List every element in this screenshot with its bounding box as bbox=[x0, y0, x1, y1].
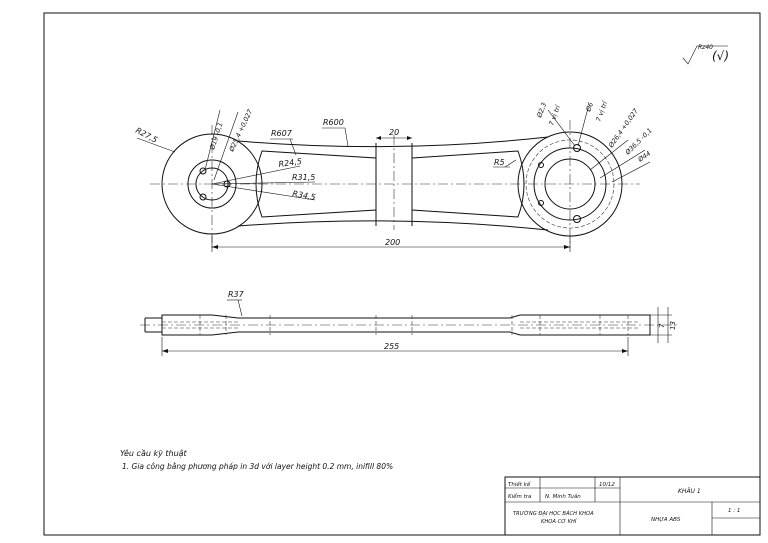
top-view: 200 20 R600 R607 R24,5 R31,5 R34,5 R27,5… bbox=[134, 99, 654, 252]
dim-r607: R607 bbox=[271, 129, 293, 138]
dim-h7: 7 bbox=[658, 323, 666, 328]
left-hole-1 bbox=[199, 167, 207, 175]
dim-d19: Ø19 -0,1 bbox=[208, 121, 225, 151]
faculty-name: KHOA CƠ KHÍ bbox=[541, 518, 577, 525]
dim-200: 200 bbox=[211, 236, 571, 252]
dim-r600: R600 bbox=[323, 118, 344, 127]
dim-d2-3-qty: 7 vị trí bbox=[547, 103, 562, 127]
roughness-suffix: (√) bbox=[712, 49, 729, 63]
dim-r24-5: R24,5 bbox=[278, 157, 302, 169]
roughness-symbol: Rz40 (√) bbox=[682, 44, 729, 65]
scale: 1 : 1 bbox=[728, 508, 740, 514]
check-date: 10/12 bbox=[599, 482, 615, 488]
checked-label: Kiểm tra bbox=[508, 493, 532, 500]
notes-title: Yêu cầu kỹ thuật bbox=[120, 448, 188, 458]
right-boss-pcd bbox=[525, 139, 615, 229]
dim-d6-qty: 7 vị trí bbox=[594, 99, 609, 123]
left-boss-bore bbox=[195, 167, 229, 201]
left-boss-outer bbox=[161, 133, 263, 235]
dim-r27-5: R27,5 bbox=[134, 126, 159, 145]
dim-200-text: 200 bbox=[385, 238, 400, 247]
dim-r5: R5 bbox=[494, 158, 505, 167]
side-outline bbox=[161, 314, 651, 336]
dim-255-text: 255 bbox=[384, 342, 399, 351]
dim-d2-3: Ø2,3 bbox=[535, 101, 548, 119]
right-hole-2 bbox=[573, 215, 581, 223]
roughness-value: Rz40 bbox=[698, 44, 713, 51]
left-hole-2 bbox=[199, 193, 207, 201]
material: NHỰA ABS bbox=[651, 517, 681, 523]
left-boss-inner bbox=[187, 159, 237, 209]
dim-r37: R37 bbox=[228, 290, 245, 299]
dim-255: 255 bbox=[161, 337, 629, 356]
right-boss-ring bbox=[533, 147, 607, 221]
checker-name: N. Minh Tuấn bbox=[545, 493, 581, 500]
dim-r34-5: R34,5 bbox=[292, 189, 317, 202]
designed-label: Thiết kế bbox=[508, 481, 532, 488]
right-hole-1 bbox=[573, 144, 581, 152]
arm-upper-edge bbox=[237, 136, 549, 148]
dim-h13: 13 bbox=[669, 321, 677, 330]
drawing-frame bbox=[43, 12, 761, 536]
dim-d6: Ø6 bbox=[584, 101, 595, 113]
right-hole-4 bbox=[538, 200, 544, 206]
part-name: KHÂU 1 bbox=[678, 488, 701, 495]
right-boss-bore bbox=[544, 158, 596, 210]
left-pocket bbox=[255, 150, 377, 218]
notes-item-1: 1. Gia công bằng phương pháp in 3d với l… bbox=[122, 462, 393, 471]
side-view: R37 255 7 13 bbox=[140, 290, 680, 356]
arm-lower-edge bbox=[237, 220, 549, 231]
dim-20: 20 bbox=[376, 128, 412, 140]
title-block: Thiết kế Kiểm tra N. Minh Tuấn 10/12 KHÂ… bbox=[504, 476, 761, 536]
right-pocket bbox=[411, 150, 525, 218]
dim-20-text: 20 bbox=[389, 128, 399, 137]
dim-r31-5: R31,5 bbox=[292, 173, 315, 182]
right-hole-3 bbox=[538, 162, 544, 168]
school-name: TRƯỜNG ĐẠI HỌC BÁCH KHOA bbox=[513, 510, 594, 517]
